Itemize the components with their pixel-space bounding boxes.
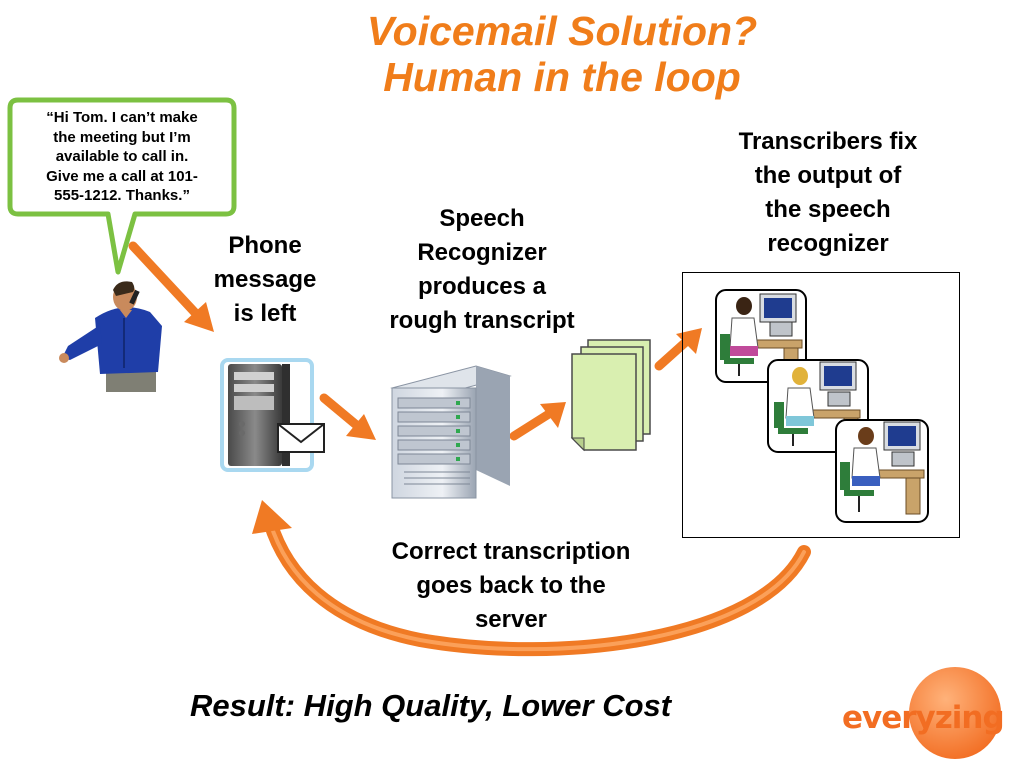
- transcribers-frame: [682, 272, 960, 538]
- label-line: produces a: [417, 273, 547, 300]
- label-phone-message: Phone message is left: [194, 229, 336, 331]
- arrow-caller-to-server: [128, 241, 214, 332]
- label-line: Transcribers fix: [738, 128, 918, 155]
- quote-line: the meeting but I’m: [53, 128, 191, 146]
- quote-line: 555-1212. Thanks.”: [54, 187, 190, 204]
- everyzing-logo-mark: [909, 667, 1001, 759]
- label-line: server: [474, 606, 548, 633]
- workstation-1: [715, 289, 807, 383]
- label-line: Recognizer: [417, 239, 547, 266]
- speech-bubble: [7, 97, 237, 275]
- title-line-1: Voicemail Solution?: [366, 8, 758, 54]
- label-correct-transcription: Correct transcription goes back to the s…: [352, 535, 670, 637]
- result-statement: Result: High Quality, Lower Cost: [190, 688, 672, 723]
- label-line: recognizer: [767, 230, 889, 257]
- document-stack-icon: [570, 339, 651, 452]
- man-on-phone-icon: [59, 281, 162, 392]
- everyzing-logo-text: everyzing: [842, 700, 1005, 736]
- label-line: Speech: [439, 205, 525, 232]
- label-line: Correct transcription: [391, 538, 631, 565]
- label-line: message: [213, 266, 317, 293]
- label-line: is left: [233, 300, 297, 327]
- logo-wordmark: everyzing: [842, 700, 1005, 736]
- voicemail-quote: “Hi Tom. I can’t make the meeting but I’…: [22, 108, 222, 206]
- arrow-return-to-server: [252, 500, 811, 657]
- label-line: the output of: [754, 162, 902, 189]
- server-with-envelope-icon: [220, 358, 325, 472]
- label-transcribers: Transcribers fix the output of the speec…: [708, 125, 948, 261]
- workstation-3: [835, 419, 929, 523]
- quote-line: Give me a call at 101-: [46, 167, 198, 185]
- title-line-2: Human in the loop: [383, 54, 741, 100]
- label-line: the speech: [765, 196, 891, 223]
- quote-line: available to call in.: [55, 148, 189, 165]
- label-speech-recognizer: Speech Recognizer produces a rough trans…: [360, 202, 604, 338]
- arrow-server-to-recognizer: [319, 393, 376, 440]
- quote-line: “Hi Tom. I can’t make: [46, 109, 198, 126]
- label-line: goes back to the: [416, 572, 606, 599]
- rack-server-icon: [390, 365, 512, 499]
- label-line: Phone: [228, 232, 302, 259]
- slide-title: Voicemail Solution? Human in the loop: [212, 8, 912, 100]
- label-line: rough transcript: [389, 307, 575, 334]
- transcriber-workstation-icon: [715, 289, 929, 523]
- arrow-recognizer-to-transcript: [509, 402, 566, 441]
